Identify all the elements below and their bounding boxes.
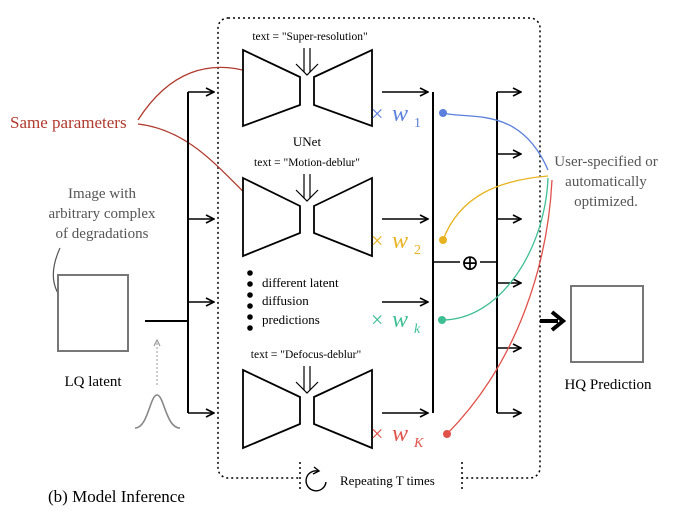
- same-parameters-label: Same parameters: [10, 113, 127, 132]
- image-desc-line-2: arbitrary complex: [48, 206, 156, 222]
- repeat-icon: [305, 466, 327, 492]
- weight-curve-wk: [441, 177, 549, 321]
- repeat-label: Repeating T times: [340, 473, 435, 488]
- unet-2-prompt: text = "Motion-deblur": [254, 157, 360, 169]
- latent-note-line-1: different latent: [262, 275, 339, 290]
- svg-text:w: w: [392, 228, 408, 254]
- weight-wK: × w K: [371, 421, 424, 451]
- sum-symbol: ⊕: [461, 250, 479, 275]
- unet-3-encoder: [242, 368, 301, 450]
- latent-note-line-3: predictions: [262, 312, 320, 327]
- repeat-frame: [217, 17, 541, 479]
- svg-text:w: w: [392, 421, 408, 447]
- unet-3-prompt: text = "Defocus-deblur": [251, 349, 361, 361]
- unet-1-encoder: [242, 48, 301, 128]
- unet-2-encoder: [242, 176, 301, 258]
- svg-text:k: k: [414, 322, 421, 337]
- same-param-curve-2: [137, 123, 253, 201]
- svg-text:K: K: [413, 436, 424, 451]
- weight-curve-w1: [442, 112, 549, 171]
- unet-2-decoder: [313, 176, 373, 258]
- unet-3-decoder: [313, 368, 373, 450]
- unet-1-decoder: [313, 48, 373, 128]
- image-desc-line-3: of degradations: [56, 226, 149, 242]
- big-output-arrow: [540, 310, 567, 332]
- weight-w1: × w 1: [371, 101, 421, 131]
- svg-text:1: 1: [414, 116, 421, 131]
- svg-text:w: w: [392, 101, 408, 127]
- svg-text:×: ×: [371, 228, 383, 253]
- weight-curve-wK: [446, 179, 553, 435]
- image-desc-line-1: Image with: [68, 186, 136, 202]
- user-spec-line-3: optimized.: [574, 194, 638, 210]
- hq-prediction-box: [570, 285, 644, 363]
- svg-text:×: ×: [371, 101, 383, 126]
- svg-text:w: w: [392, 307, 408, 333]
- user-spec-line-1: User-specified or: [554, 154, 657, 170]
- weight-curve-w2: [442, 175, 549, 241]
- svg-text:2: 2: [414, 243, 421, 258]
- hq-prediction-label: HQ Prediction: [564, 377, 652, 393]
- user-spec-line-2: automatically: [565, 174, 647, 190]
- same-param-curve-1: [137, 66, 251, 121]
- unet-1-prompt: text = "Super-resolution": [252, 31, 367, 43]
- weight-wk: × w k: [371, 307, 421, 337]
- text-condition-arrow: [295, 48, 319, 76]
- weight-w2: × w 2: [371, 228, 421, 258]
- unet-1-label: UNet: [293, 134, 322, 149]
- lq-latent-box: [57, 274, 129, 352]
- text-condition-arrow: [295, 366, 319, 394]
- gaussian-noise-icon: [134, 394, 181, 429]
- ellipsis-dots: [247, 270, 253, 331]
- svg-text:×: ×: [371, 307, 383, 332]
- svg-text:×: ×: [371, 421, 383, 446]
- text-condition-arrow: [295, 174, 319, 202]
- latent-note-line-2: diffusion: [262, 293, 309, 308]
- figure-caption: (b) Model Inference: [48, 487, 185, 506]
- lq-latent-label: LQ latent: [64, 374, 122, 390]
